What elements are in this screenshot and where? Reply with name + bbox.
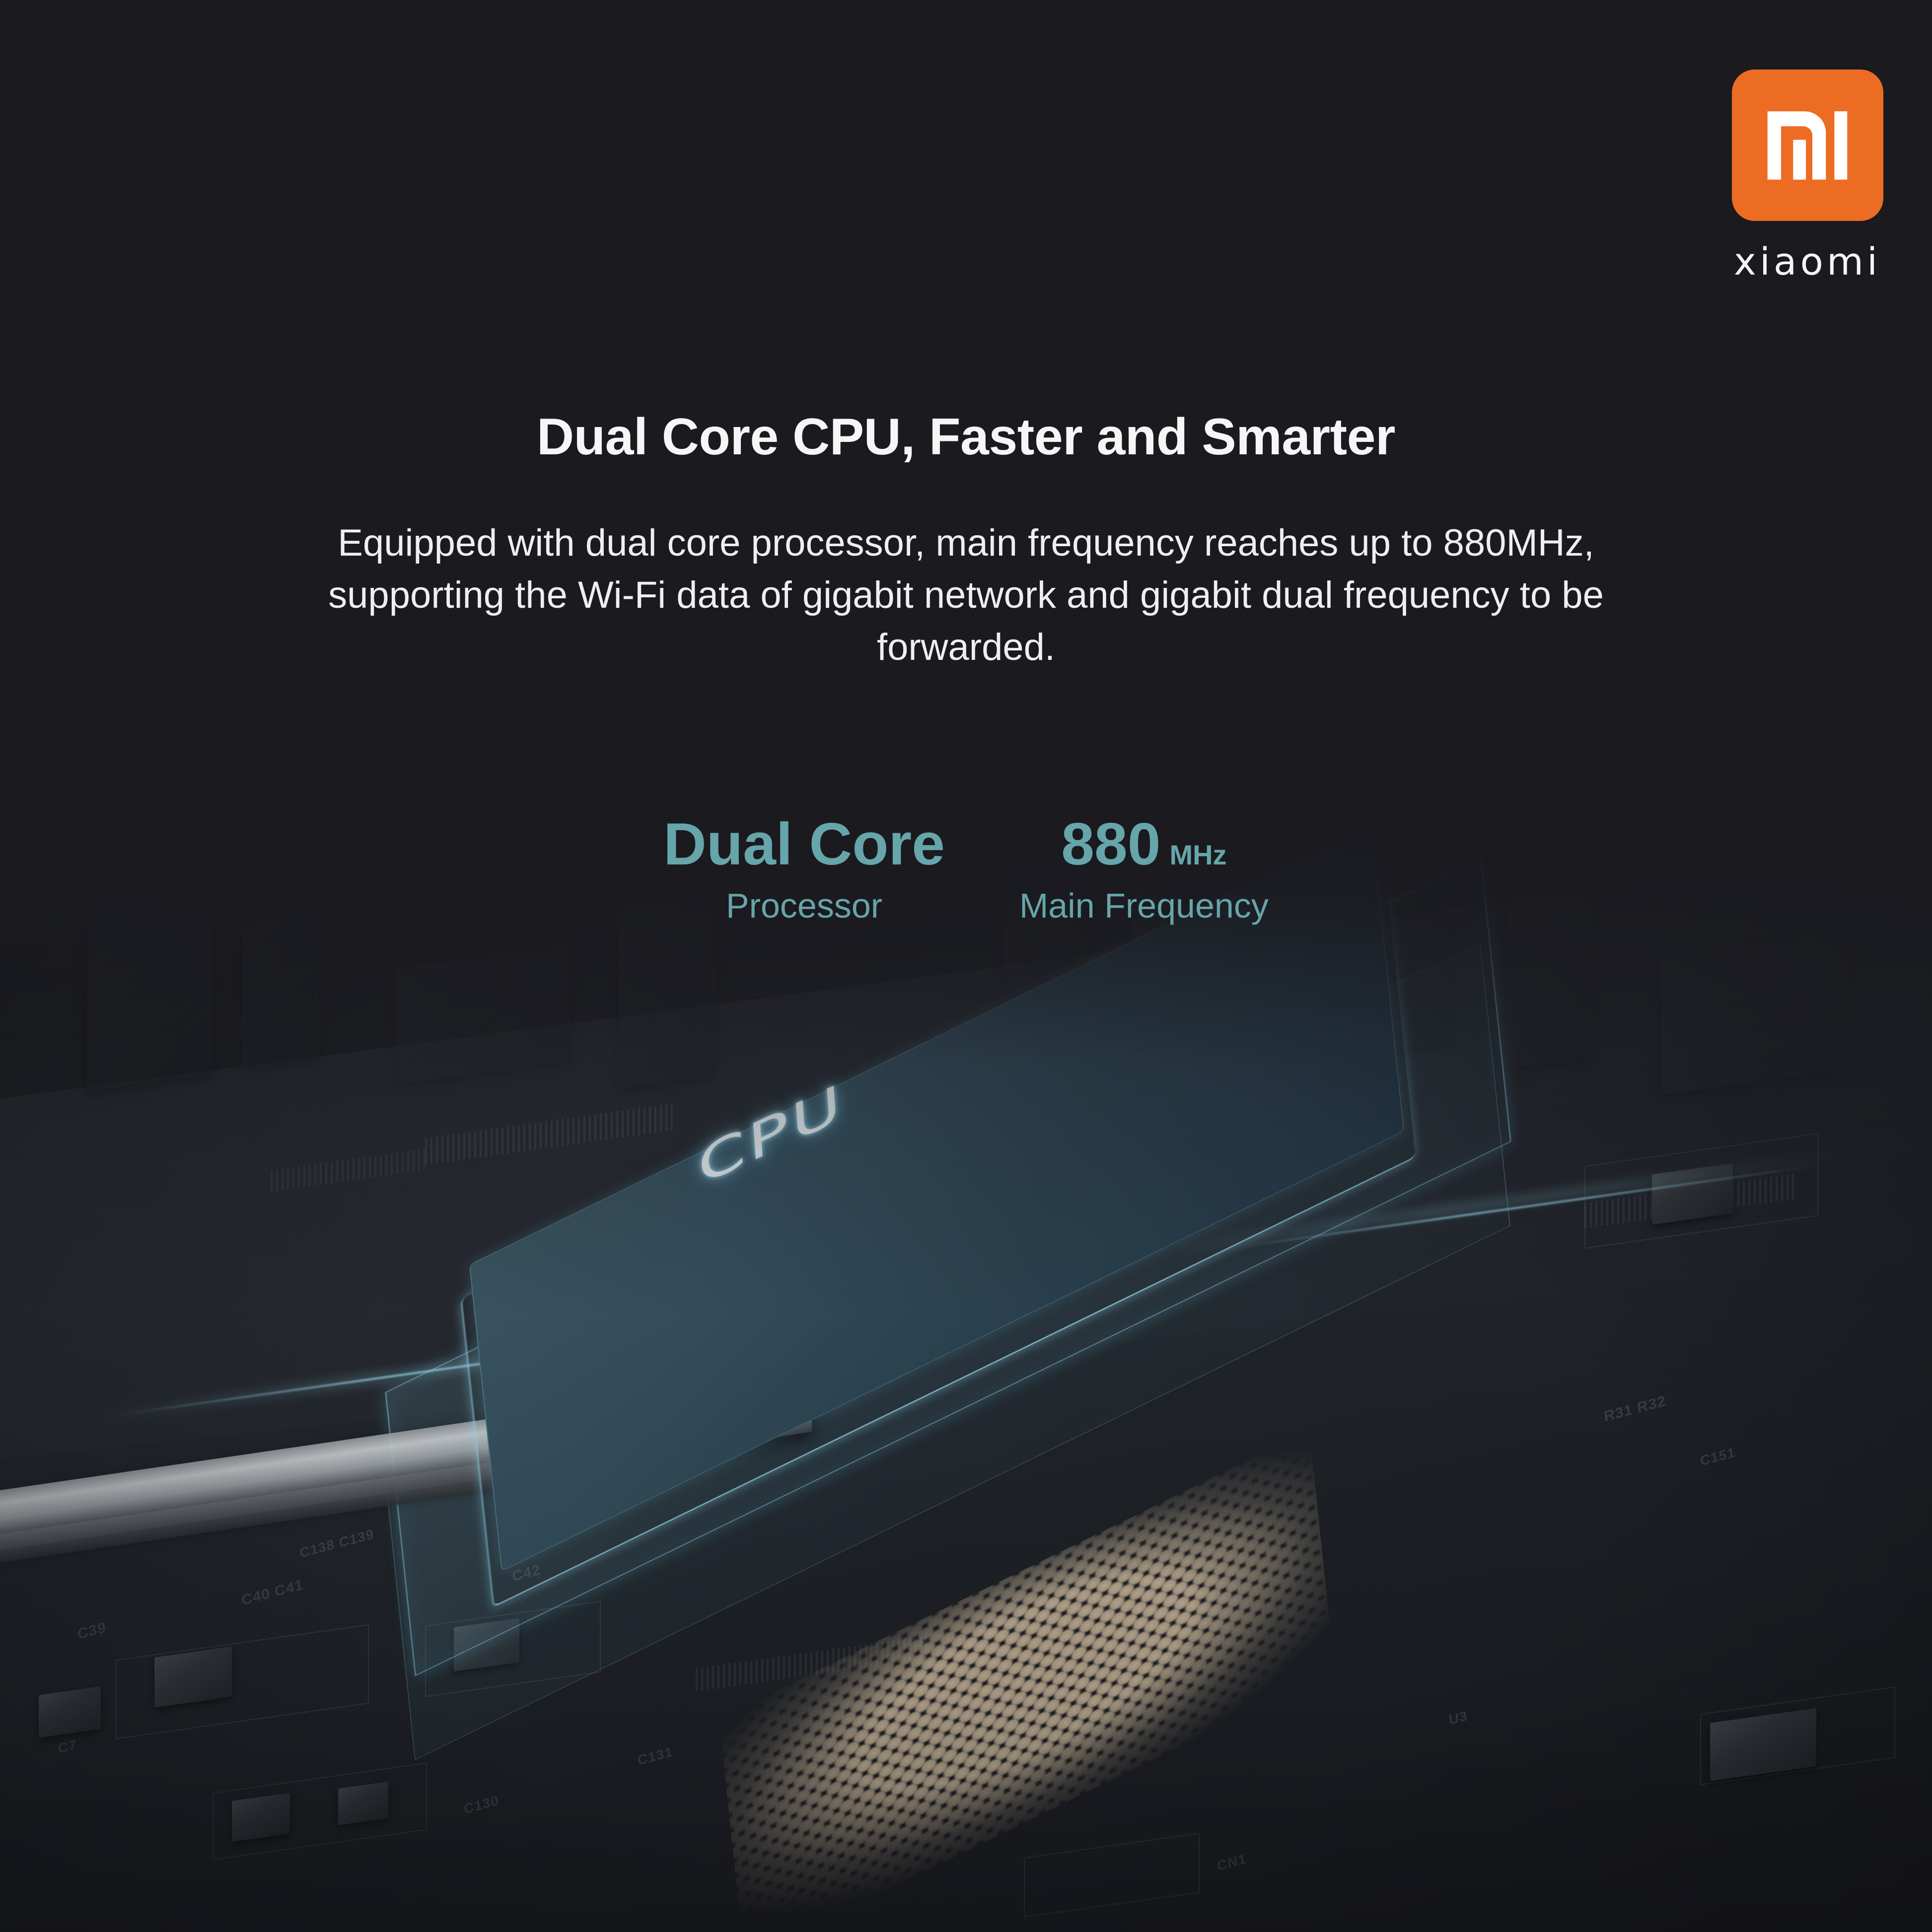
spec-item-main-frequency: 880 MHz Main Frequency bbox=[1019, 814, 1269, 925]
spec-value-unit: MHz bbox=[1169, 839, 1227, 870]
xiaomi-wordmark: xiaomi bbox=[1733, 239, 1881, 284]
spec-item-processor: Dual Core Processor bbox=[663, 814, 945, 925]
spec-value: Dual Core bbox=[663, 814, 945, 874]
spec-value-number: 880 bbox=[1061, 811, 1161, 877]
brand-logo-block: xiaomi bbox=[1730, 70, 1884, 281]
spec-value: 880 MHz bbox=[1019, 814, 1269, 874]
spec-highlights: Dual Core Processor 880 MHz Main Frequenc… bbox=[0, 814, 1932, 925]
spec-label: Main Frequency bbox=[1019, 886, 1269, 925]
xiaomi-mi-logo-icon bbox=[1731, 70, 1883, 221]
page-description: Equipped with dual core processor, main … bbox=[328, 522, 1604, 668]
page-title: Dual Core CPU, Faster and Smarter bbox=[537, 408, 1395, 466]
spec-value-number: Dual Core bbox=[663, 811, 945, 877]
spec-label: Processor bbox=[725, 886, 883, 925]
